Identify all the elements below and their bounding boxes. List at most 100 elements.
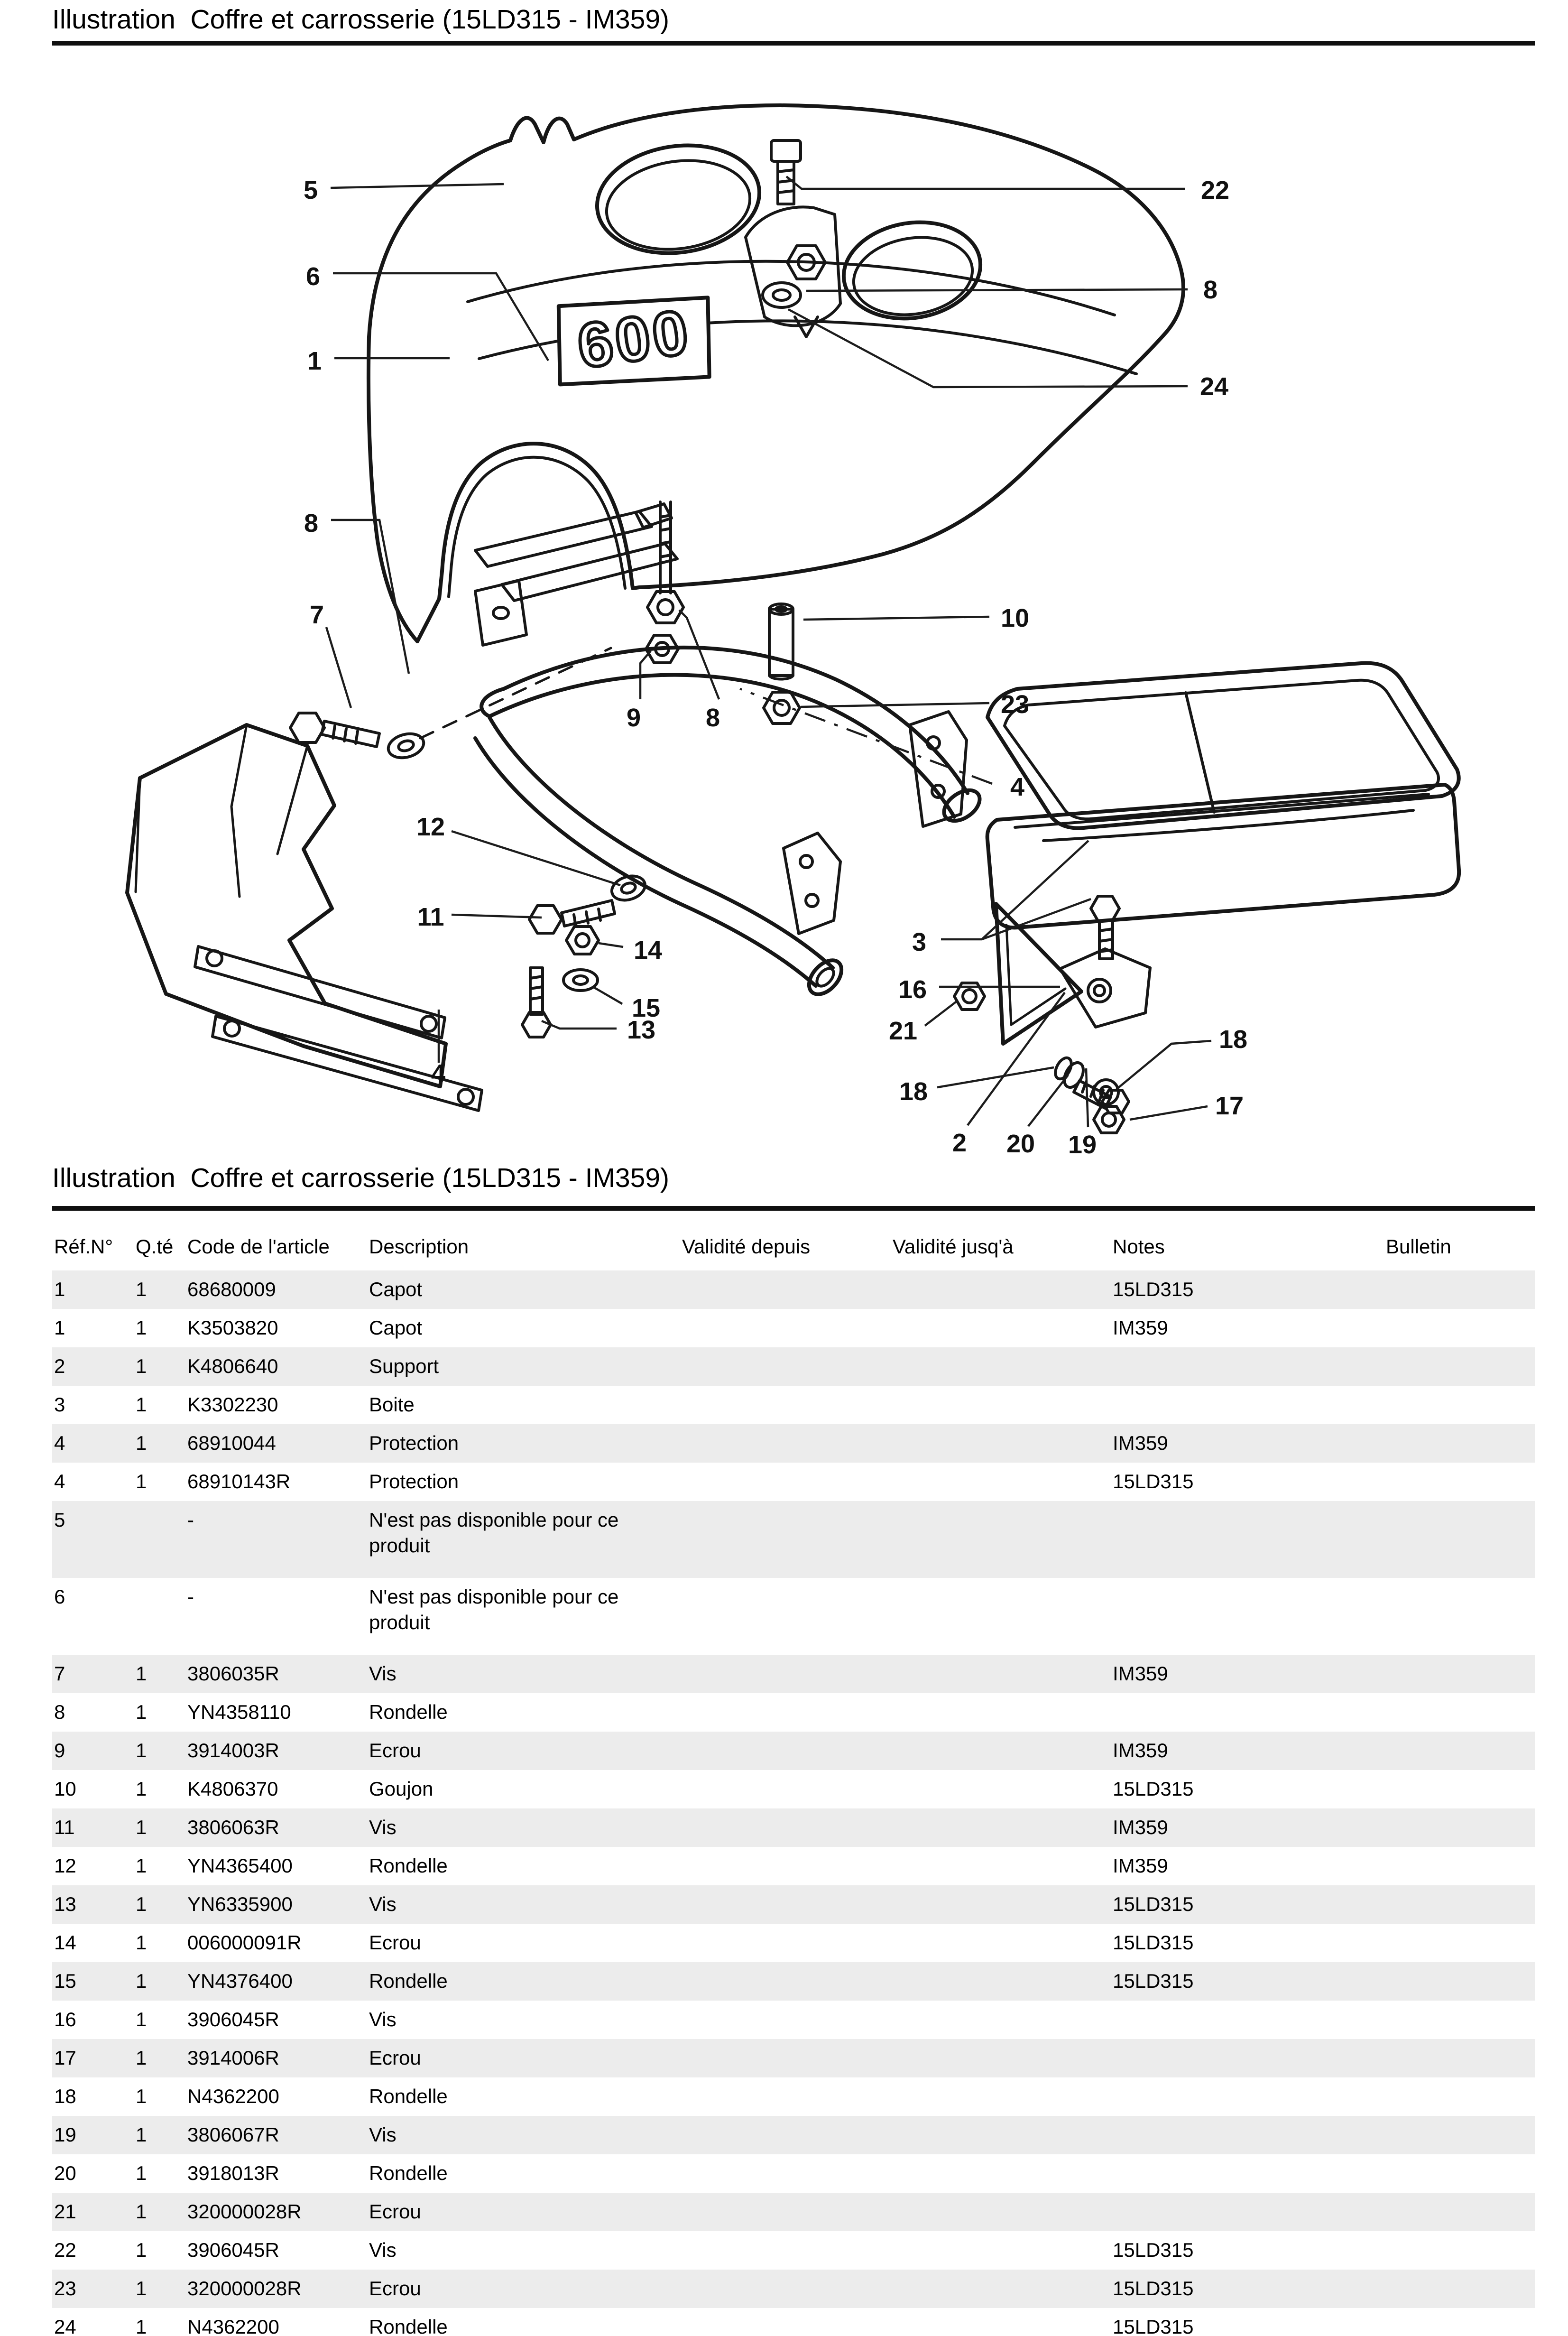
callout-label-6: 6 <box>306 262 320 291</box>
callout-label-20: 20 <box>1006 1130 1035 1158</box>
cell-ref: 23 <box>54 2277 76 2299</box>
callout-label-11: 11 <box>417 903 444 931</box>
bolt-icon <box>1089 895 1121 960</box>
cell-qty: 1 <box>136 1278 147 1300</box>
support-rail <box>474 502 679 647</box>
cell-ref: 4 <box>54 1432 65 1454</box>
callout-leader-12 <box>451 830 621 887</box>
hood-capot: 600 <box>289 103 1186 760</box>
callout-label-4: 4 <box>1010 773 1024 801</box>
callout-leader-2 <box>967 992 1066 1126</box>
cell-ref: 16 <box>54 2008 76 2030</box>
cell-code: 3914006R <box>187 2047 279 2069</box>
cell-desc: Capot <box>369 1278 423 1300</box>
cell-notes: 15LD315 <box>1113 1970 1194 1992</box>
cell-desc: N'est pas disponible pour ce produit <box>369 1585 619 1633</box>
cell-desc: Vis <box>369 1662 397 1685</box>
cell-ref: 5 <box>54 1509 65 1531</box>
exploded-diagram: 600 <box>125 103 1461 1159</box>
callout-label-23: 23 <box>1001 690 1029 719</box>
nut-icon <box>646 590 685 624</box>
callout-leader-17 <box>1129 1105 1208 1121</box>
callout-leader-18 <box>1116 1039 1212 1090</box>
top-bracket <box>744 205 842 327</box>
tube-end <box>942 788 982 823</box>
cell-qty: 1 <box>136 1393 147 1416</box>
cell-desc: Ecrou <box>369 1931 421 1954</box>
slotted-bar <box>211 1015 483 1112</box>
callout-leader-13 <box>541 1020 617 1030</box>
cell-code: 3806063R <box>187 1816 279 1838</box>
cell-ref: 17 <box>54 2047 76 2069</box>
callout-leader-6 <box>333 272 549 362</box>
bolt-icon <box>521 966 552 1038</box>
cell-ref: 18 <box>54 2085 76 2107</box>
cell-qty: 1 <box>136 1316 147 1339</box>
cell-code: K3503820 <box>187 1316 278 1339</box>
cell-desc: Boite <box>369 1393 415 1416</box>
callout-label-19: 19 <box>1068 1131 1097 1159</box>
cell-code: - <box>187 1509 194 1531</box>
svg-text:600: 600 <box>573 297 695 381</box>
column-header-7: Bulletin <box>1386 1235 1451 1258</box>
table-section-title: Illustration Coffre et carrosserie (15LD… <box>52 1163 670 1193</box>
clamp-plate <box>1059 947 1152 1029</box>
cell-desc: Rondelle <box>369 1970 448 1992</box>
cell-notes: IM359 <box>1113 1816 1168 1838</box>
callout-label-2: 2 <box>952 1129 967 1157</box>
callout-label-18: 18 <box>899 1077 928 1106</box>
cell-desc: Rondelle <box>369 1854 448 1877</box>
column-header-5: Validité jusq'à <box>893 1235 1014 1258</box>
cell-qty: 1 <box>136 2200 147 2223</box>
cell-ref: 3 <box>54 1393 65 1416</box>
cell-code: 68680009 <box>187 1278 276 1300</box>
cell-qty: 1 <box>136 2008 147 2030</box>
cell-desc: Ecrou <box>369 2047 421 2069</box>
stud-and-nuts <box>645 501 685 664</box>
cell-qty: 1 <box>136 2047 147 2069</box>
cell-qty: 1 <box>136 1778 147 1800</box>
callout-label-5: 5 <box>304 176 318 204</box>
cell-code: 3806067R <box>187 2123 279 2146</box>
washer-icon <box>562 968 599 992</box>
cell-notes: 15LD315 <box>1113 1893 1194 1915</box>
bolt-icon <box>289 712 381 748</box>
table-row: 17 1 3914006R Ecrou <box>52 2039 1535 2077</box>
callout-leader-15 <box>592 986 623 1005</box>
cell-code: YN4376400 <box>187 1970 293 1992</box>
cell-qty: 1 <box>136 2316 147 2336</box>
callout-label-9: 9 <box>627 704 641 732</box>
cell-desc: Vis <box>369 2008 397 2030</box>
cell-code: YN4358110 <box>187 1701 291 1723</box>
column-header-2: Code de l'article <box>187 1235 330 1258</box>
cell-ref: 12 <box>54 1854 76 1877</box>
bolt-icon <box>528 899 616 935</box>
air-hole-right <box>841 220 983 321</box>
nut-icon <box>565 925 600 955</box>
callout-label-24: 24 <box>1200 372 1228 401</box>
cell-desc: Vis <box>369 1893 397 1915</box>
cell-code: N4362200 <box>187 2085 279 2107</box>
washer-icon <box>387 732 425 760</box>
cell-ref: 2 <box>54 1355 65 1377</box>
column-header-0: Réf.N° <box>54 1235 113 1258</box>
cell-desc: Protection <box>369 1470 459 1492</box>
nut-icon <box>786 244 827 280</box>
nut-icon <box>953 982 986 1011</box>
cell-desc: Rondelle <box>369 1701 448 1723</box>
callout-label-8: 8 <box>304 509 318 538</box>
callout-leader-14 <box>598 942 624 948</box>
cell-code: 3914003R <box>187 1739 279 1761</box>
box-body <box>985 783 1461 930</box>
callout-leader-9 <box>639 650 652 699</box>
